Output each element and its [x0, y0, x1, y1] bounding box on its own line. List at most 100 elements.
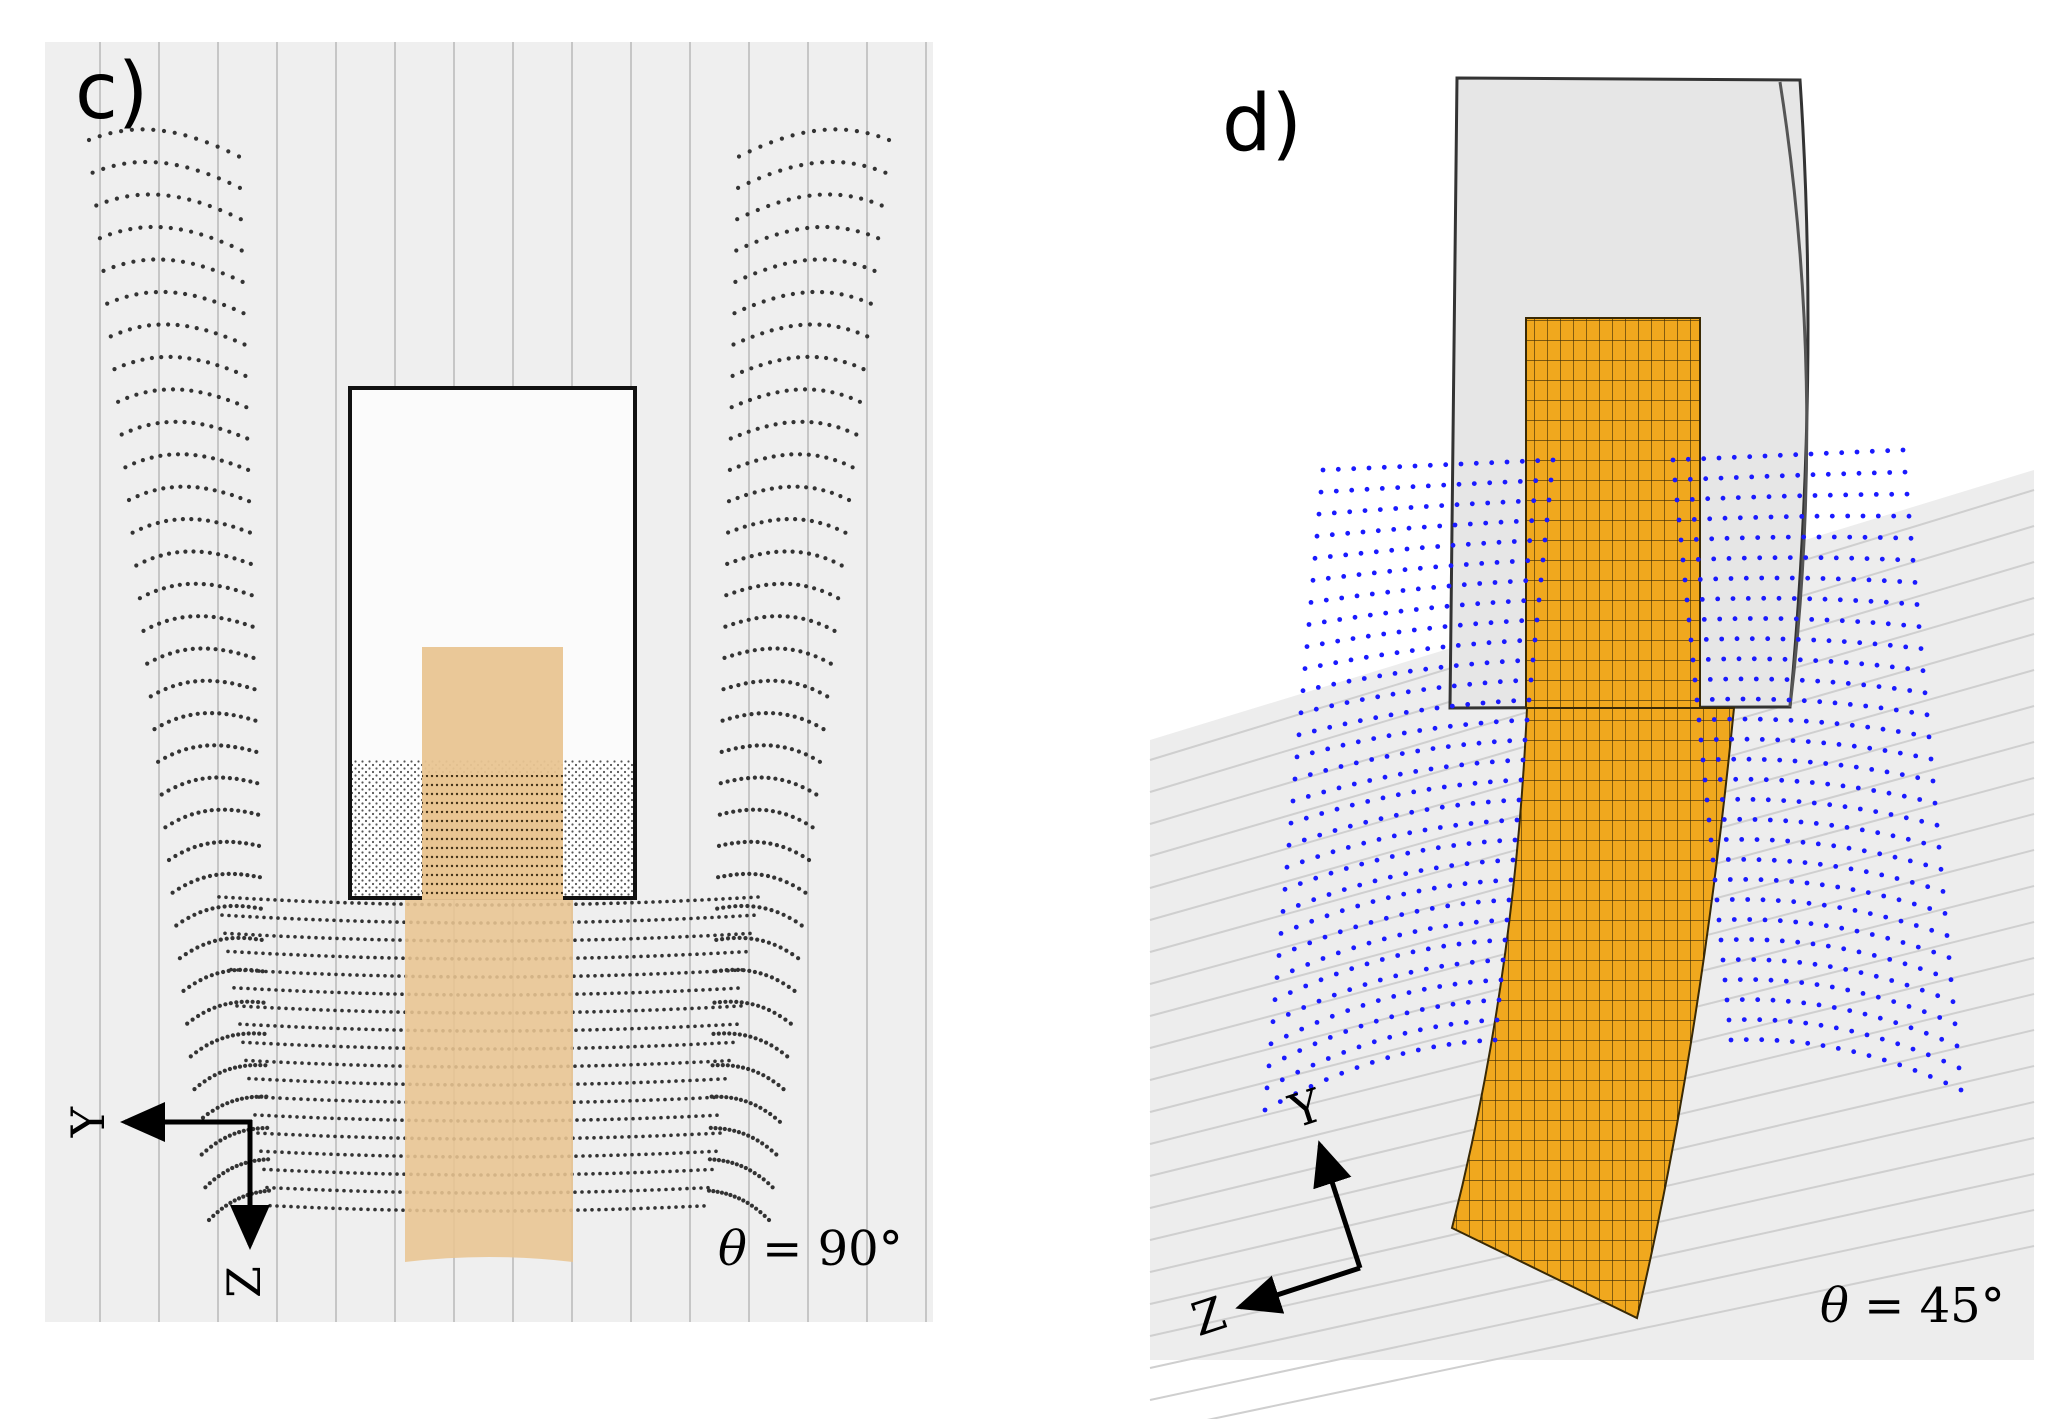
- panel-c-node-dot: [137, 324, 142, 330]
- panel-d-node-dot: [1347, 509, 1353, 515]
- panel-c-node-dot: [192, 293, 197, 298]
- panel-d-node-dot: [1726, 1017, 1732, 1023]
- panel-d-node-dot: [1781, 958, 1787, 964]
- panel-c-node-dot: [802, 684, 808, 689]
- panel-d-node-dot: [1347, 823, 1353, 829]
- panel-c-angle-text: = 90°: [747, 1221, 903, 1277]
- panel-c-node-dot: [751, 522, 756, 527]
- panel-c-node-dot: [699, 1186, 703, 1190]
- panel-c-node-dot: [375, 1135, 379, 1140]
- panel-d-node-dot: [1288, 820, 1294, 826]
- panel-d-node-dot: [1349, 487, 1355, 493]
- panel-d-node-dot: [1794, 778, 1800, 784]
- panel-c-node-dot: [257, 875, 262, 880]
- panel-c-node-dot: [758, 971, 763, 976]
- panel-c-node-dot: [734, 999, 739, 1005]
- panel-d-node-dot: [1379, 486, 1385, 491]
- panel-c-node-dot: [748, 1034, 753, 1039]
- panel-d-node-dot: [1419, 545, 1425, 551]
- panel-c-node-dot: [159, 792, 164, 797]
- panel-c-node-dot: [764, 235, 769, 240]
- panel-d-node-dot: [1791, 596, 1797, 601]
- panel-d-node-dot: [1303, 983, 1309, 989]
- panel-c-node-dot: [223, 931, 227, 936]
- panel-c-node-dot: [359, 1081, 363, 1085]
- panel-c-node-dot: [706, 1059, 710, 1064]
- panel-d-node-dot: [1878, 705, 1884, 711]
- panel-d-node-dot: [1533, 478, 1539, 484]
- panel-c-node-dot: [355, 973, 359, 977]
- panel-c-node-dot: [322, 1026, 326, 1030]
- panel-d-node-dot: [1715, 757, 1721, 762]
- panel-c-node-dot: [673, 1115, 677, 1119]
- panel-c-node-dot: [795, 227, 800, 232]
- panel-d-node-dot: [1881, 578, 1887, 584]
- panel-c-node-dot: [807, 788, 812, 793]
- panel-c-node-dot: [331, 954, 335, 959]
- panel-c-node-dot: [756, 1070, 761, 1075]
- panel-c-node-dot: [766, 392, 771, 397]
- panel-c-node-dot: [700, 1024, 704, 1028]
- panel-d-node-dot: [1825, 943, 1831, 949]
- panel-c-node-dot: [235, 401, 240, 406]
- panel-d-node-dot: [1922, 690, 1928, 696]
- panel-c-node-dot: [329, 1026, 333, 1030]
- panel-c-node-dot: [616, 1153, 620, 1157]
- panel-c-node-dot: [398, 1190, 402, 1194]
- panel-d-node-dot: [1719, 797, 1725, 802]
- panel-c-node-dot: [731, 621, 736, 627]
- panel-d-node-dot: [1455, 643, 1461, 648]
- panel-c-node-dot: [218, 207, 223, 213]
- panel-d-node-dot: [1361, 840, 1367, 846]
- panel-c-node-dot: [114, 297, 119, 302]
- panel-d-node-dot: [1777, 452, 1783, 458]
- panel-d-node-dot: [1468, 821, 1474, 826]
- panel-c-node-dot: [722, 655, 727, 661]
- panel-c-node-dot: [742, 306, 747, 311]
- panel-c-node-dot: [401, 956, 405, 960]
- panel-c-node-dot: [327, 1098, 331, 1102]
- panel-c-node-dot: [174, 716, 179, 722]
- panel-c-node-dot: [314, 935, 318, 940]
- panel-d-node-dot: [1335, 638, 1341, 644]
- panel-c-node-dot: [193, 453, 198, 458]
- panel-c-node-dot: [230, 1099, 235, 1104]
- panel-d-node-dot: [1823, 761, 1829, 766]
- panel-c-node-dot: [743, 1165, 748, 1171]
- panel-d-node-dot: [1435, 544, 1441, 549]
- panel-c-node-dot: [742, 896, 746, 900]
- panel-c-node-dot: [800, 853, 805, 859]
- panel-c-node-dot: [728, 1022, 732, 1027]
- panel-d-node-dot: [1399, 751, 1405, 756]
- panel-c-node-dot: [722, 874, 727, 879]
- panel-c-node-dot: [170, 752, 175, 757]
- panel-c-node-dot: [689, 1168, 693, 1173]
- panel-d-node-dot: [1293, 1091, 1299, 1097]
- panel-c-node-dot: [226, 871, 231, 877]
- panel-c-node-dot: [351, 991, 355, 995]
- panel-c-node-dot: [393, 992, 397, 996]
- panel-c-node-dot: [135, 192, 140, 198]
- panel-c-node-dot: [146, 323, 152, 328]
- panel-d-node-dot: [1472, 780, 1478, 786]
- panel-c-node-dot: [127, 327, 132, 332]
- panel-c-node-dot: [197, 200, 202, 205]
- panel-c-node-dot: [303, 1205, 307, 1209]
- panel-c-node-dot: [273, 1150, 277, 1154]
- panel-d-node-dot: [1293, 924, 1299, 930]
- panel-c-node-dot: [107, 232, 113, 237]
- panel-d-node-dot: [1314, 1020, 1320, 1025]
- panel-c-node-dot: [801, 517, 806, 522]
- panel-d-node-dot: [1402, 567, 1408, 573]
- panel-c-node-dot: [761, 488, 766, 493]
- panel-c-node-dot: [353, 1045, 357, 1049]
- panel-c-node-dot: [266, 1023, 270, 1028]
- panel-c-node-dot: [668, 1169, 672, 1174]
- panel-d-node-dot: [1857, 806, 1863, 812]
- panel-c-node-dot: [229, 807, 234, 813]
- panel-c-node-dot: [366, 1207, 370, 1212]
- panel-d-node-dot: [1327, 1035, 1333, 1040]
- panel-c-node-dot: [701, 988, 705, 992]
- panel-c-node-dot: [397, 974, 401, 978]
- panel-d-node-dot: [1319, 641, 1325, 647]
